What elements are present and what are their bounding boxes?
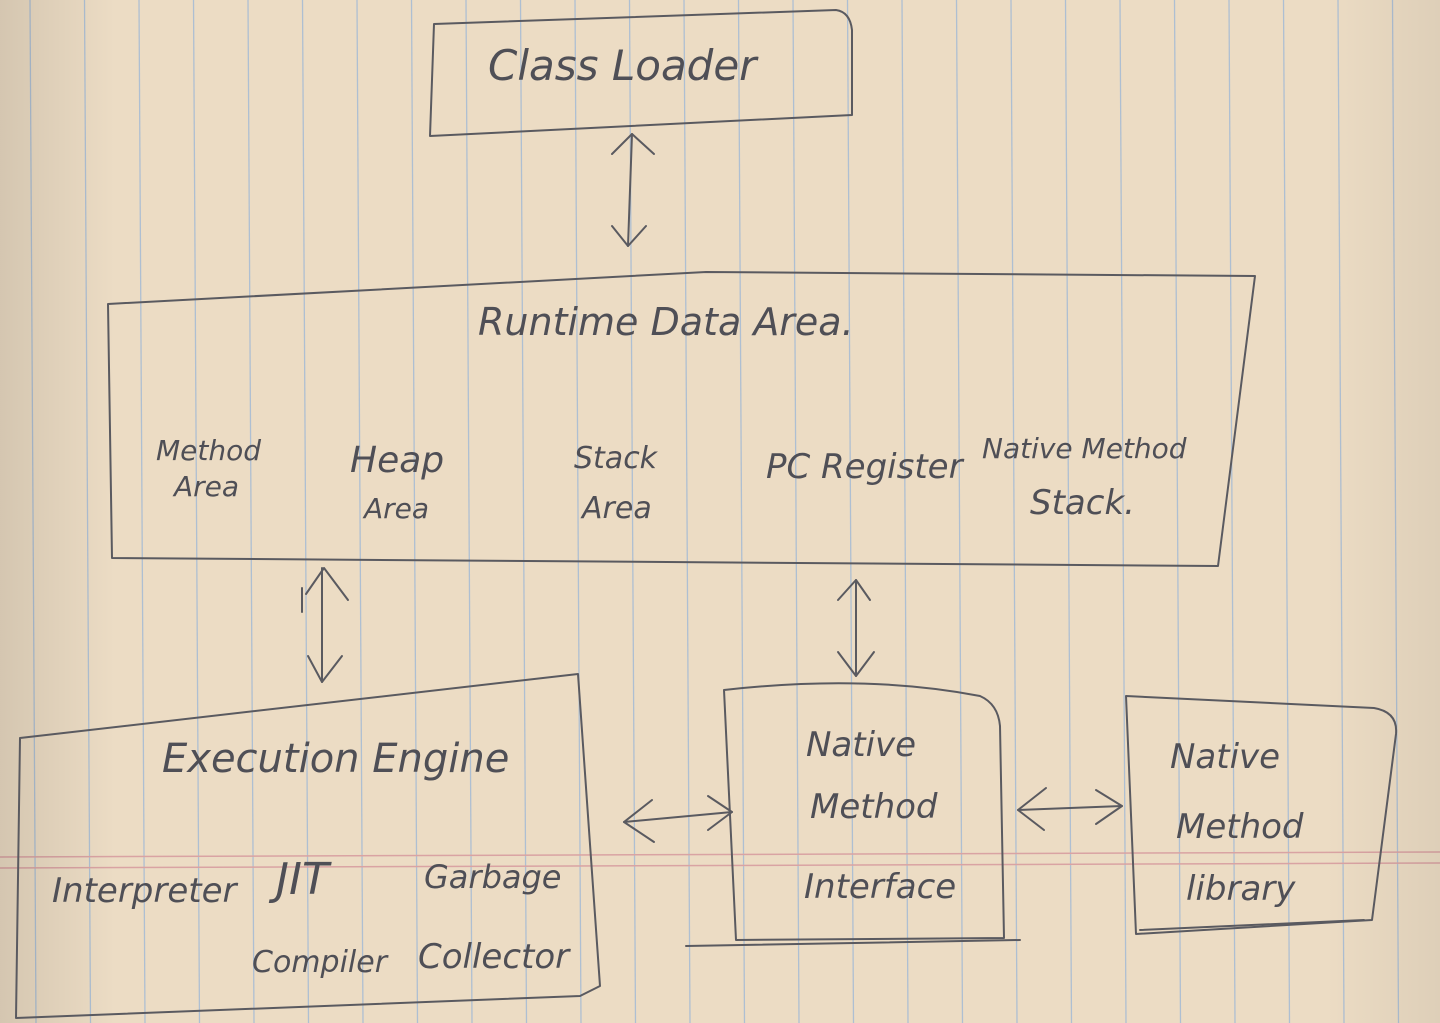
jit-label: JIT: [268, 854, 332, 905]
arrow-execution-nmi: [623, 795, 733, 843]
native-method-stack-label-2: Stack.: [1030, 483, 1135, 523]
nmi-label-3: Interface: [804, 867, 956, 907]
jit-label-2: Compiler: [252, 945, 389, 980]
nmi-label-1: Native: [806, 725, 916, 765]
native-method-interface-box: [723, 682, 1005, 941]
stack-area-label: Stack: [574, 441, 659, 476]
runtime-data-area-title: Runtime Data Area.: [478, 300, 854, 344]
garbage-collector-label: Garbage: [424, 858, 561, 896]
class-loader-label: Class Loader: [488, 41, 759, 90]
runtime-data-area-box: [107, 271, 1256, 567]
library-label-3: library: [1186, 869, 1296, 909]
class-loader-box: [429, 9, 853, 137]
stack-area-label-2: Area: [580, 491, 652, 526]
execution-engine-title: Execution Engine: [162, 736, 509, 782]
garbage-collector-label-2: Collector: [418, 937, 571, 977]
execution-engine-box: [15, 673, 601, 1019]
interpreter-label: Interpreter: [52, 871, 239, 911]
pc-register-label: PC Register: [766, 447, 965, 487]
arrow-classloader-runtime: [611, 133, 655, 247]
method-area-label-2: Area: [172, 470, 239, 503]
library-label-1: Native: [1170, 737, 1280, 777]
nmi-label-2: Method: [810, 787, 938, 827]
arrow-nmi-library: [1017, 787, 1123, 831]
method-area-label: Method: [156, 434, 261, 467]
arrow-runtime-nmi: [837, 579, 875, 677]
arrow-runtime-execution: [301, 567, 349, 683]
native-method-stack-label: Native Method: [982, 432, 1187, 465]
library-label-2: Method: [1176, 807, 1304, 847]
heap-area-label-2: Area: [362, 492, 429, 525]
native-method-library-box: [1125, 695, 1398, 935]
heap-area-label: Heap: [350, 440, 444, 481]
